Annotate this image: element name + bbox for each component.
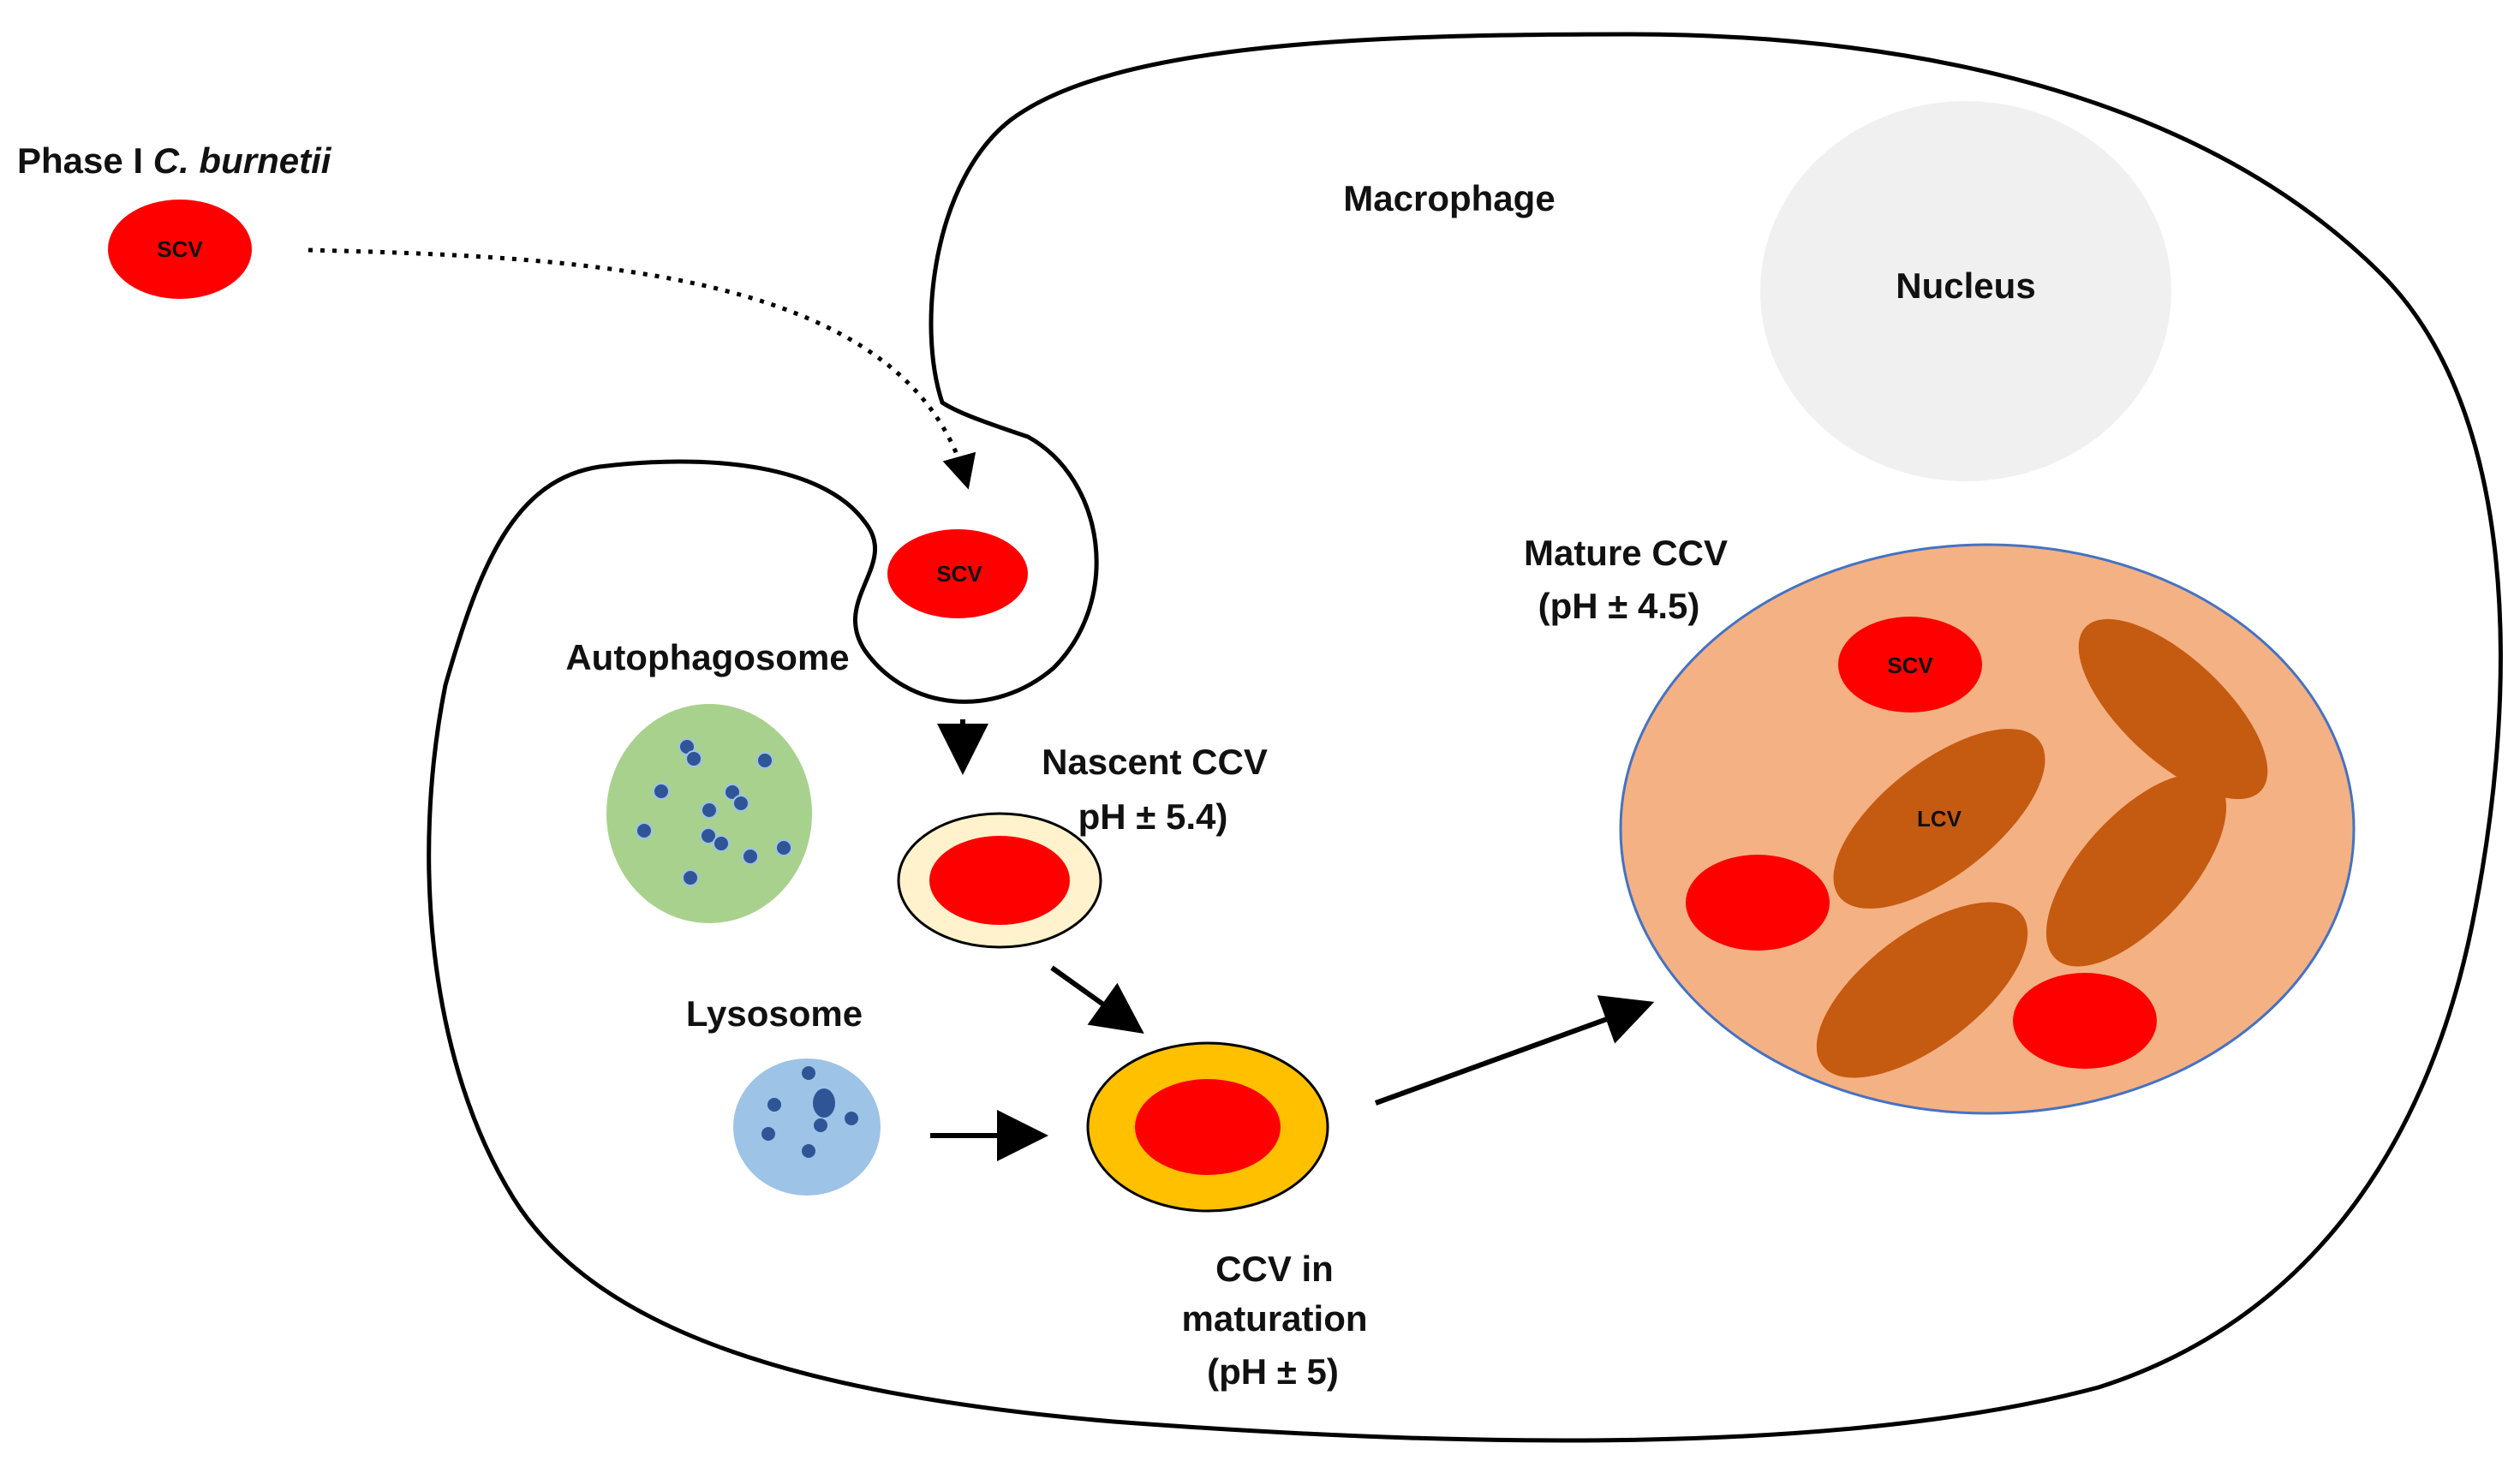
lcv-label: LCV	[1917, 806, 1962, 832]
entry-dotted-arrow	[308, 247, 976, 490]
entry-scv-label: SCV	[936, 561, 982, 587]
entry-scv-shape	[887, 529, 1028, 618]
autophagosome-label: Autophagosome	[565, 637, 849, 677]
autophagosome-shape	[606, 704, 812, 923]
lysosome-shape	[733, 1058, 881, 1196]
title-label: Phase I C. burnetii	[17, 140, 332, 181]
maturation-ccv-shape	[1086, 1041, 1329, 1213]
nascent-ccv-shape	[897, 812, 1102, 949]
maturation-label-line2: maturation	[1181, 1298, 1367, 1339]
external-scv-shape	[108, 200, 252, 299]
mature-scv-label: SCV	[1887, 653, 1933, 678]
nascent-label-line2: pH ± 5.4)	[1078, 796, 1228, 837]
mature-ccv-shape	[1619, 543, 2356, 1115]
mature-label-line1: Mature CCV	[1524, 533, 1728, 573]
nucleus-label: Nucleus	[1896, 265, 2035, 306]
lysosome-label: Lysosome	[686, 993, 863, 1034]
arrow-maturation-to-mature	[1374, 995, 1655, 1106]
macrophage-label: Macrophage	[1343, 178, 1555, 218]
external-scv-label: SCV	[157, 236, 203, 262]
nascent-label-line1: Nascent CCV	[1042, 742, 1268, 782]
mature-label-line2: (pH ± 4.5)	[1538, 586, 1700, 626]
maturation-label-line3: (pH ± 5)	[1207, 1351, 1339, 1392]
arrow-nascent-to-maturation	[1050, 965, 1144, 1034]
maturation-label-line1: CCV in	[1215, 1249, 1334, 1289]
nucleus-shape	[1760, 101, 2171, 481]
macrophage-membrane	[427, 32, 2503, 1443]
